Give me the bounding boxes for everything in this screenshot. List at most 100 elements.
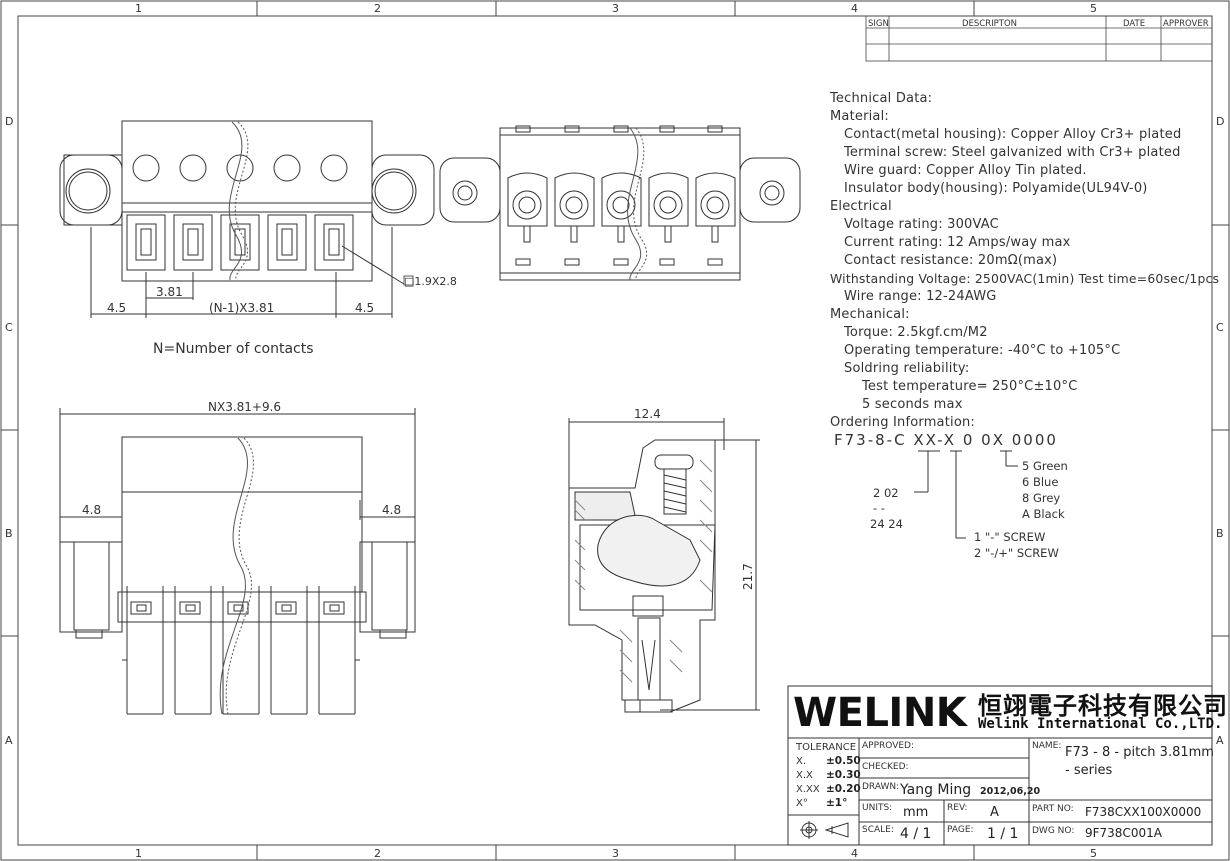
tech-line: Voltage rating: 300VAC [844,217,999,232]
tech-line: Wire range: 12-24AWG [844,289,997,304]
rev-header-description: DESCRIPTON [962,19,1017,29]
tech-line: Electrical [830,199,892,214]
tech-line: Contact(metal housing): Copper Alloy Cr3… [844,127,1182,142]
page-value: 1 / 1 [987,826,1019,842]
pins-from: 2 02 [873,486,899,500]
tolerance-label: TOLERANCE [796,742,857,753]
tech-line: Torque: 2.5kgf.cm/M2 [844,325,988,340]
dim-pitch: 3.81 [156,285,183,299]
scale-label: SCALE: [862,825,894,835]
col-label: 1 [135,2,142,15]
dim-side-width: 12.4 [634,407,661,421]
tolerance-value: ±1° [826,797,848,809]
col-label: 5 [1090,2,1097,15]
col-label: 4 [851,847,858,860]
col-label: 3 [612,847,619,860]
name-line-1: F73 - 8 - pitch 3.81mm [1065,745,1214,760]
col-label: 5 [1090,847,1097,860]
rev-value: A [990,805,999,820]
dim-bottom-left: 4.8 [82,503,101,517]
rev-label: REV: [947,803,968,813]
color-option: A Black [1022,507,1065,521]
tech-line: Terminal screw: Steel galvanized with Cr… [844,145,1181,160]
tech-line: Current rating: 12 Amps/way max [844,235,1071,250]
dim-caption: N=Number of contacts [153,341,314,357]
dim-overall: NX3.81+9.6 [208,400,281,414]
tolerance-value: ±0.50 [826,755,861,767]
tech-line: Test temperature= 250°C±10°C [862,379,1078,394]
col-label: 2 [374,2,381,15]
tolerance-value: ±0.20 [826,783,861,795]
name-label: NAME: [1032,741,1062,751]
row-label: D [1216,115,1224,128]
dim-side-height: 21.7 [741,563,755,590]
technical-data: Technical Data: Material: Contact(metal … [830,90,1225,432]
tech-line: 5 seconds max [862,397,963,412]
tech-line: Contact resistance: 20mΩ(max) [844,253,1058,268]
tolerance-key: X° [796,798,808,809]
row-label: A [1216,734,1224,747]
tech-line: Mechanical: [830,307,910,322]
pins-dash: - - [873,501,885,515]
units-label: UNITS: [862,803,893,813]
tech-line: Material: [830,109,889,124]
company-logo: WELINK [793,690,967,736]
tech-line: Operating temperature: -40°C to +105°C [844,343,1121,358]
side-section-view [568,418,760,713]
tech-line: Technical Data: [830,91,933,106]
tech-line: Wire guard: Copper Alloy Tin plated. [844,163,1087,178]
pins-to: 24 24 [870,517,903,531]
color-option: 6 Blue [1022,475,1059,489]
rear-view [439,125,801,281]
bottom-view [59,408,416,715]
screw-option: 2 "-/+" SCREW [974,546,1059,560]
tech-line: Withstanding Voltage: 2500VAC(1min) Test… [830,271,1220,286]
name-line-2: - series [1065,763,1113,778]
scale-value: 4 / 1 [900,826,932,842]
part-no-value: F738CXX100X0000 [1085,805,1202,819]
row-label: B [1216,527,1224,540]
checked-label: CHECKED: [862,762,909,772]
front-view [59,120,435,318]
col-label: 1 [135,847,142,860]
ordering-leaders [914,450,1018,539]
ordering-code: F73-8-C XX-X 0 0X 0000 [834,431,1058,449]
units-value: mm [903,805,929,820]
row-label: B [5,527,13,540]
dwg-no-label: DWG NO: [1032,826,1075,836]
row-label: C [5,321,13,334]
rev-header-sign: SIGN [868,19,889,29]
color-option: 8 Grey [1022,491,1061,505]
tech-line: Ordering Information: [830,415,976,430]
tech-line: Insulator body(housing): Polyamide(UL94V… [844,181,1148,196]
drawn-by: Yang Ming [900,782,972,798]
color-option: 5 Green [1022,459,1068,473]
row-label: C [1216,321,1224,334]
tolerance-key: X. [796,756,807,767]
rev-header-approver: APPROVER [1163,19,1209,29]
rev-header-date: DATE [1123,19,1145,29]
part-no-label: PART NO: [1032,804,1074,814]
row-label: D [5,115,13,128]
dim-bottom-right: 4.8 [382,503,401,517]
drawn-label: DRAWN: [862,782,900,792]
dim-top-right: 4.5 [355,301,374,315]
col-label: 4 [851,2,858,15]
revision-table [865,15,1213,62]
drawn-date: 2012,06,20 [980,786,1041,797]
title-block [787,685,1213,846]
dim-top-left: 4.5 [107,301,126,315]
row-label: A [5,734,13,747]
company-name-en: Welink International Co.,LTD. [978,716,1223,732]
tech-line: Soldring reliability: [844,361,970,376]
tolerance-key: X.XX [796,784,820,795]
col-label: 3 [612,2,619,15]
screw-option: 1 "-" SCREW [974,530,1046,544]
dwg-no-value: 9F738C001A [1085,826,1162,840]
company-name-cn: 恒翊電子科技有限公司 [978,692,1228,720]
approved-label: APPROVED: [862,741,914,751]
dim-span: (N-1)X3.81 [209,301,274,315]
tolerance-key: X.X [796,770,813,781]
dim-pin-size: □1.9X2.8 [404,275,457,288]
